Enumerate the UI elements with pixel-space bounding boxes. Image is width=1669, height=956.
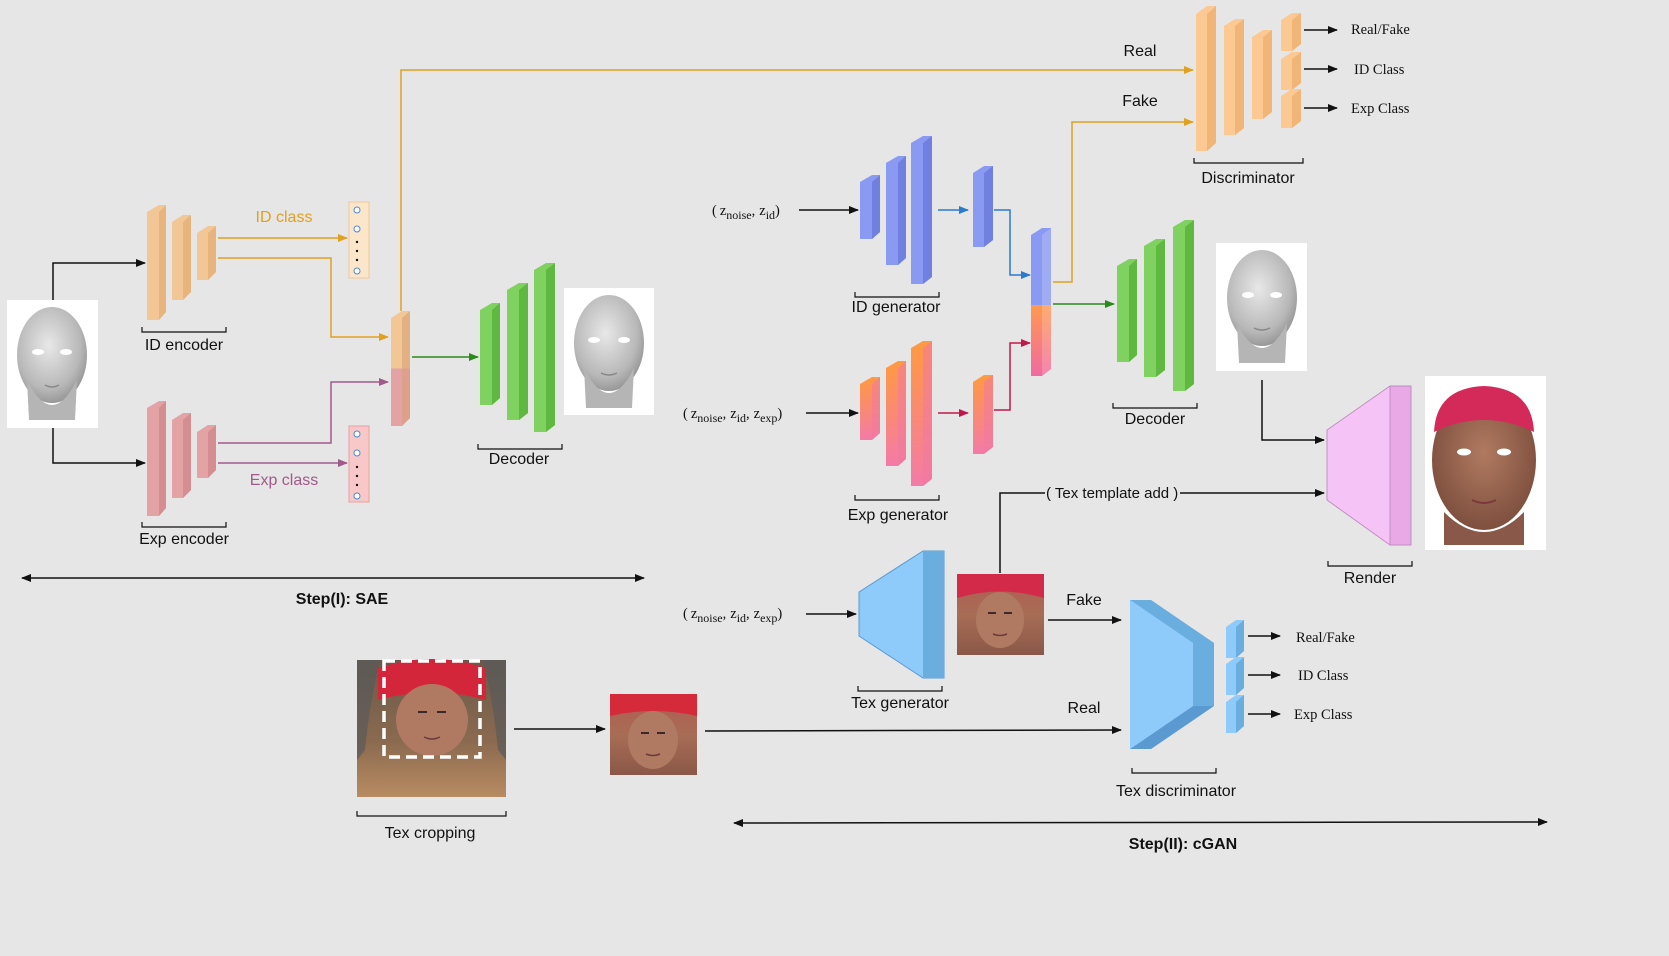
tex-template-label: ( Tex template add ) (1046, 485, 1178, 502)
tex-generator-label: Tex generator (851, 695, 950, 712)
arrow-mesh-to-render (1261, 380, 1325, 444)
arrow-merge-to-discriminator (1053, 118, 1194, 283)
tex-generator-bracket (857, 686, 943, 692)
tex-fake-label: Fake (1066, 592, 1102, 609)
exp-generator-label: Exp generator (848, 507, 949, 524)
arrow-to-id-encoder (52, 259, 146, 300)
exp-encoder-label: Exp encoder (139, 531, 230, 548)
arrow-exp-latent-to-merge (994, 339, 1031, 411)
cropped-texture-image (610, 694, 697, 775)
discriminator-bracket (1193, 158, 1304, 164)
arrow-id-latent-to-merge (994, 209, 1031, 279)
real-label: Real (1124, 43, 1157, 60)
exp-generator-bracket (854, 495, 940, 501)
generated-texture-image (957, 574, 1044, 655)
id-generator-input: (znoise,zid) (712, 203, 780, 222)
render-block (1326, 385, 1412, 546)
decoder-label-step2: Decoder (1125, 411, 1186, 428)
exp-latent-block (973, 375, 993, 454)
tex-disc-output-exp-class: Exp Class (1294, 707, 1353, 723)
id-encoder-label: ID encoder (145, 337, 224, 354)
tex-discriminator-label: Tex discriminator (1116, 783, 1237, 800)
id-encoder-bracket (141, 327, 227, 333)
id-class-vector (348, 201, 370, 279)
disc-output-id-class: ID Class (1354, 62, 1405, 78)
decoder-bracket-step2 (1112, 403, 1198, 409)
fake-label: Fake (1122, 93, 1158, 110)
id-latent-block (973, 166, 993, 247)
id-class-label: ID class (256, 209, 313, 226)
exp-encoder-block (147, 401, 216, 516)
render-label: Render (1344, 570, 1397, 587)
render-bracket (1327, 561, 1413, 567)
decoder-block-step1 (480, 263, 555, 432)
tex-template-line (999, 492, 1045, 573)
tex-disc-output-realfake: Real/Fake (1296, 630, 1355, 646)
merged-latent-block (1031, 228, 1051, 376)
decoder-block-step2 (1117, 220, 1194, 391)
tex-cropping-label: Tex cropping (385, 825, 476, 842)
exp-class-label: Exp class (250, 472, 318, 489)
id-encoder-block (147, 205, 216, 320)
tex-real-label: Real (1068, 700, 1101, 717)
input-face-mesh (7, 300, 98, 428)
tex-discriminator-bracket (1131, 768, 1217, 774)
rendered-textured-face (1425, 376, 1546, 550)
output-face-mesh-step2 (1216, 243, 1307, 371)
tex-generator-input: (znoise,zid,zexp) (683, 606, 782, 625)
id-generator-label: ID generator (852, 299, 942, 316)
full-uv-texture-image (357, 659, 506, 797)
tex-discriminator-block (1130, 600, 1244, 749)
tex-disc-output-id-class: ID Class (1298, 668, 1349, 684)
decoder-label-step1: Decoder (489, 451, 550, 468)
tex-cropping-bracket (356, 811, 507, 817)
arrow-latent-to-discriminator (400, 66, 1194, 311)
arrow-exp-encoder-to-latent (218, 378, 389, 444)
exp-class-vector (348, 425, 370, 503)
exp-generator-block (860, 341, 932, 486)
arrow-id-encoder-to-latent (218, 257, 389, 341)
step2-span-arrow (733, 818, 1548, 827)
step1-title: Step(I): SAE (296, 591, 389, 608)
discriminator-block (1196, 6, 1301, 151)
arrow-to-exp-encoder (52, 428, 146, 467)
disc-output-exp-class: Exp Class (1351, 101, 1410, 117)
exp-encoder-bracket (141, 522, 227, 528)
disc-output-realfake: Real/Fake (1351, 22, 1410, 38)
step2-title: Step(II): cGAN (1129, 836, 1237, 853)
id-generator-block (860, 136, 932, 284)
id-generator-bracket (854, 292, 940, 298)
discriminator-label: Discriminator (1201, 170, 1295, 187)
decoder-bracket-step1 (477, 444, 563, 450)
output-face-mesh-step1 (564, 288, 654, 415)
exp-generator-input: (znoise,zid,zexp) (683, 406, 782, 425)
latent-code-block (391, 311, 410, 426)
arrow-tex-real (704, 726, 1122, 735)
tex-generator-block (858, 550, 945, 679)
